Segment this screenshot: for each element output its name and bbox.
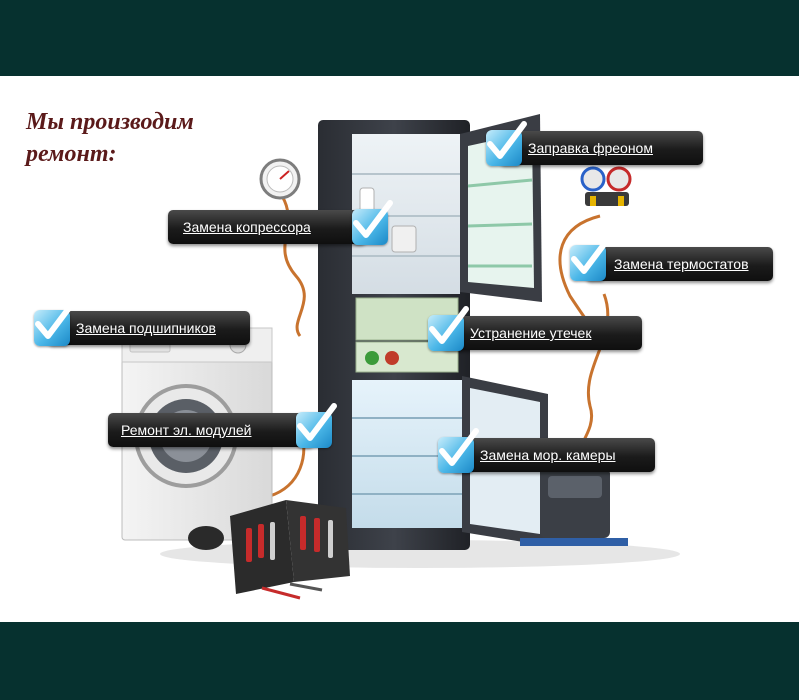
service-tag-freon: Заправка фреоном <box>500 131 703 165</box>
checkmark-icon <box>428 306 469 351</box>
checkmark-icon <box>34 301 75 346</box>
checkmark-icon <box>570 236 611 281</box>
service-label-leaks: Устранение утечек <box>470 325 592 341</box>
checkmark-icon <box>352 200 393 245</box>
service-label-modules: Ремонт эл. модулей <box>121 422 252 438</box>
manifold-gauge-icon <box>580 166 632 206</box>
service-label-compressor: Замена копрессора <box>183 219 311 235</box>
checkmark-icon <box>438 428 479 473</box>
service-tag-freezer: Замена мор. камеры <box>452 438 655 472</box>
service-tag-modules: Ремонт эл. модулей <box>108 413 314 447</box>
headline-line-1: Мы производим <box>26 109 194 135</box>
service-label-freezer: Замена мор. камеры <box>480 447 616 463</box>
service-label-freon: Заправка фреоном <box>528 140 653 156</box>
top-frame-bar <box>0 0 799 76</box>
pressure-gauge-icon <box>259 158 301 200</box>
repair-ad-banner: Мы производим ремонт: Заправка фреоном З… <box>0 76 799 622</box>
service-tag-bearings: Замена подшипников <box>48 311 250 345</box>
service-label-bearings: Замена подшипников <box>76 320 216 336</box>
service-tag-thermostat: Замена термостатов <box>586 247 773 281</box>
headline-line-2: ремонт: <box>26 141 117 167</box>
service-tag-leaks: Устранение утечек <box>442 316 642 350</box>
service-label-thermostat: Замена термостатов <box>614 256 749 272</box>
tool-bag <box>188 500 350 600</box>
bottom-frame-bar <box>0 622 799 700</box>
checkmark-icon <box>486 121 527 166</box>
checkmark-icon <box>296 403 337 448</box>
compressor-unit <box>520 468 628 546</box>
service-tag-compressor: Замена копрессора <box>168 210 366 244</box>
ad-headline: Мы производим ремонт: <box>26 106 194 170</box>
